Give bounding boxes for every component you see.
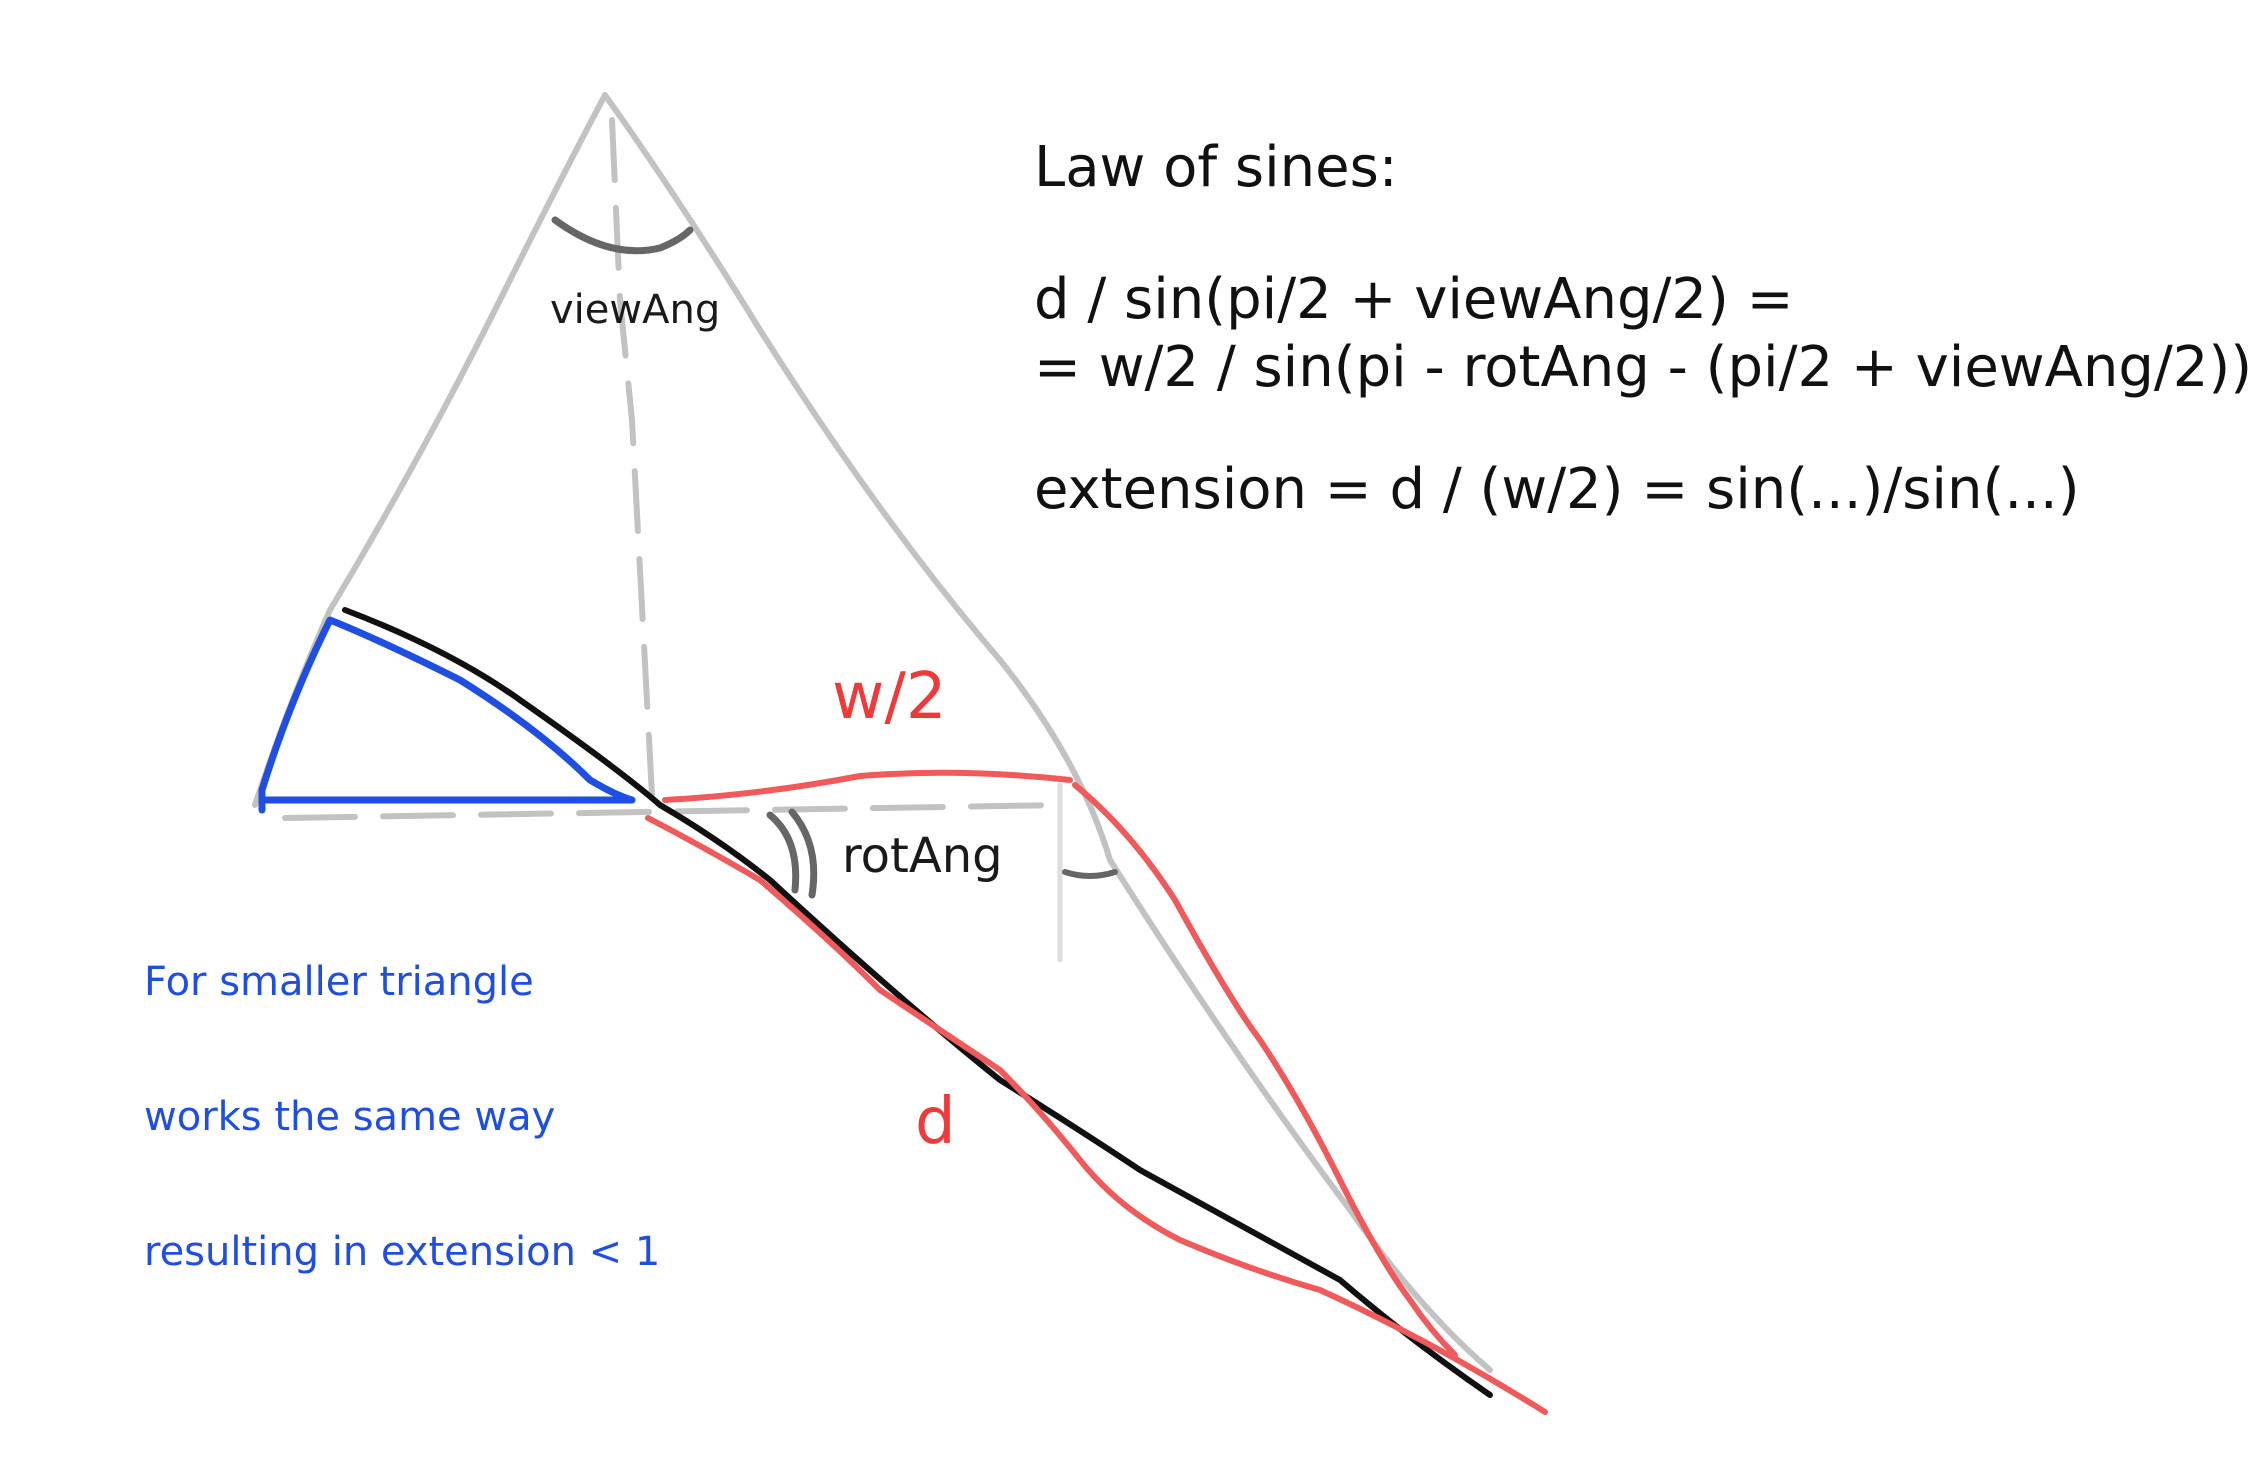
rotated-plane-line: [342, 607, 1493, 1398]
formula-line-1: d / sin(pi/2 + viewAng/2) =: [1034, 267, 1794, 332]
view-cone-left-edge: [252, 92, 608, 808]
distance-segment: [645, 815, 1548, 1415]
right-angle-arc: [1062, 869, 1118, 879]
note-line-2: works the same way: [144, 1094, 556, 1140]
note-line-1: For smaller triangle: [144, 959, 534, 1005]
smaller-triangle-note: For smaller triangle works the same way …: [144, 870, 660, 1320]
view-cone-right-edge: [602, 92, 1493, 1373]
half-width-label: w/2: [832, 660, 947, 734]
diagram-canvas: [252, 92, 1548, 1415]
formula-line-3: extension = d / (w/2) = sin(...)/sin(...…: [1034, 457, 2080, 522]
red-right-edge: [1072, 782, 1458, 1358]
distance-label: d: [915, 1085, 956, 1159]
rot-angle-label: rotAng: [842, 828, 1003, 884]
rot-angle-arc: [766, 808, 818, 899]
formula-line-2: = w/2 / sin(pi - rotAng - (pi/2 + viewAn…: [1034, 335, 2252, 400]
note-line-3: resulting in extension < 1: [144, 1229, 661, 1275]
center-axis-line: [609, 117, 655, 798]
view-angle-arc: [551, 216, 694, 255]
half-width-segment: [662, 769, 1073, 803]
formula-title: Law of sines:: [1034, 135, 1398, 200]
base-dashed-line: [282, 802, 1063, 821]
view-angle-label: viewAng: [550, 287, 721, 333]
smaller-triangle: [258, 616, 636, 814]
